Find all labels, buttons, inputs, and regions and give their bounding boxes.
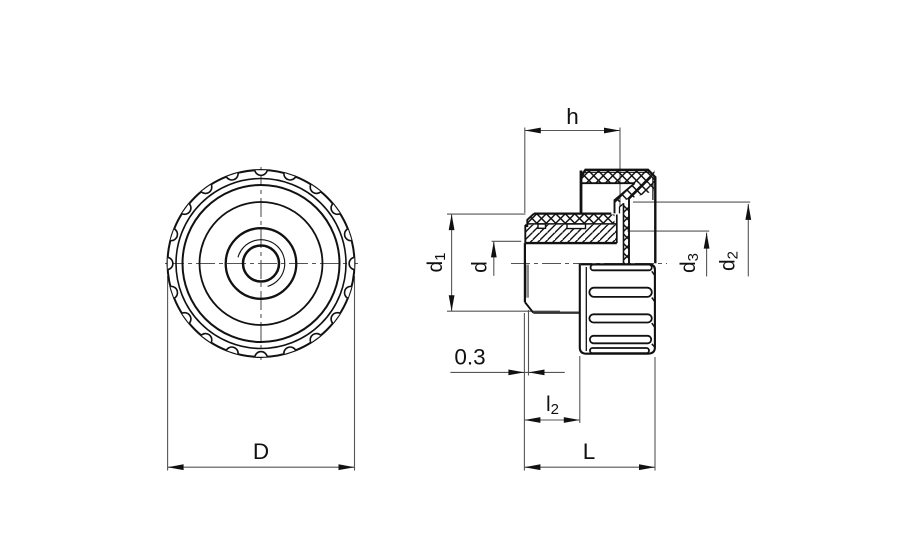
svg-text:L: L xyxy=(583,439,596,464)
svg-text:0.3: 0.3 xyxy=(454,345,485,370)
svg-text:h: h xyxy=(566,104,579,129)
svg-text:d: d xyxy=(469,261,492,273)
svg-text:D: D xyxy=(253,439,269,464)
